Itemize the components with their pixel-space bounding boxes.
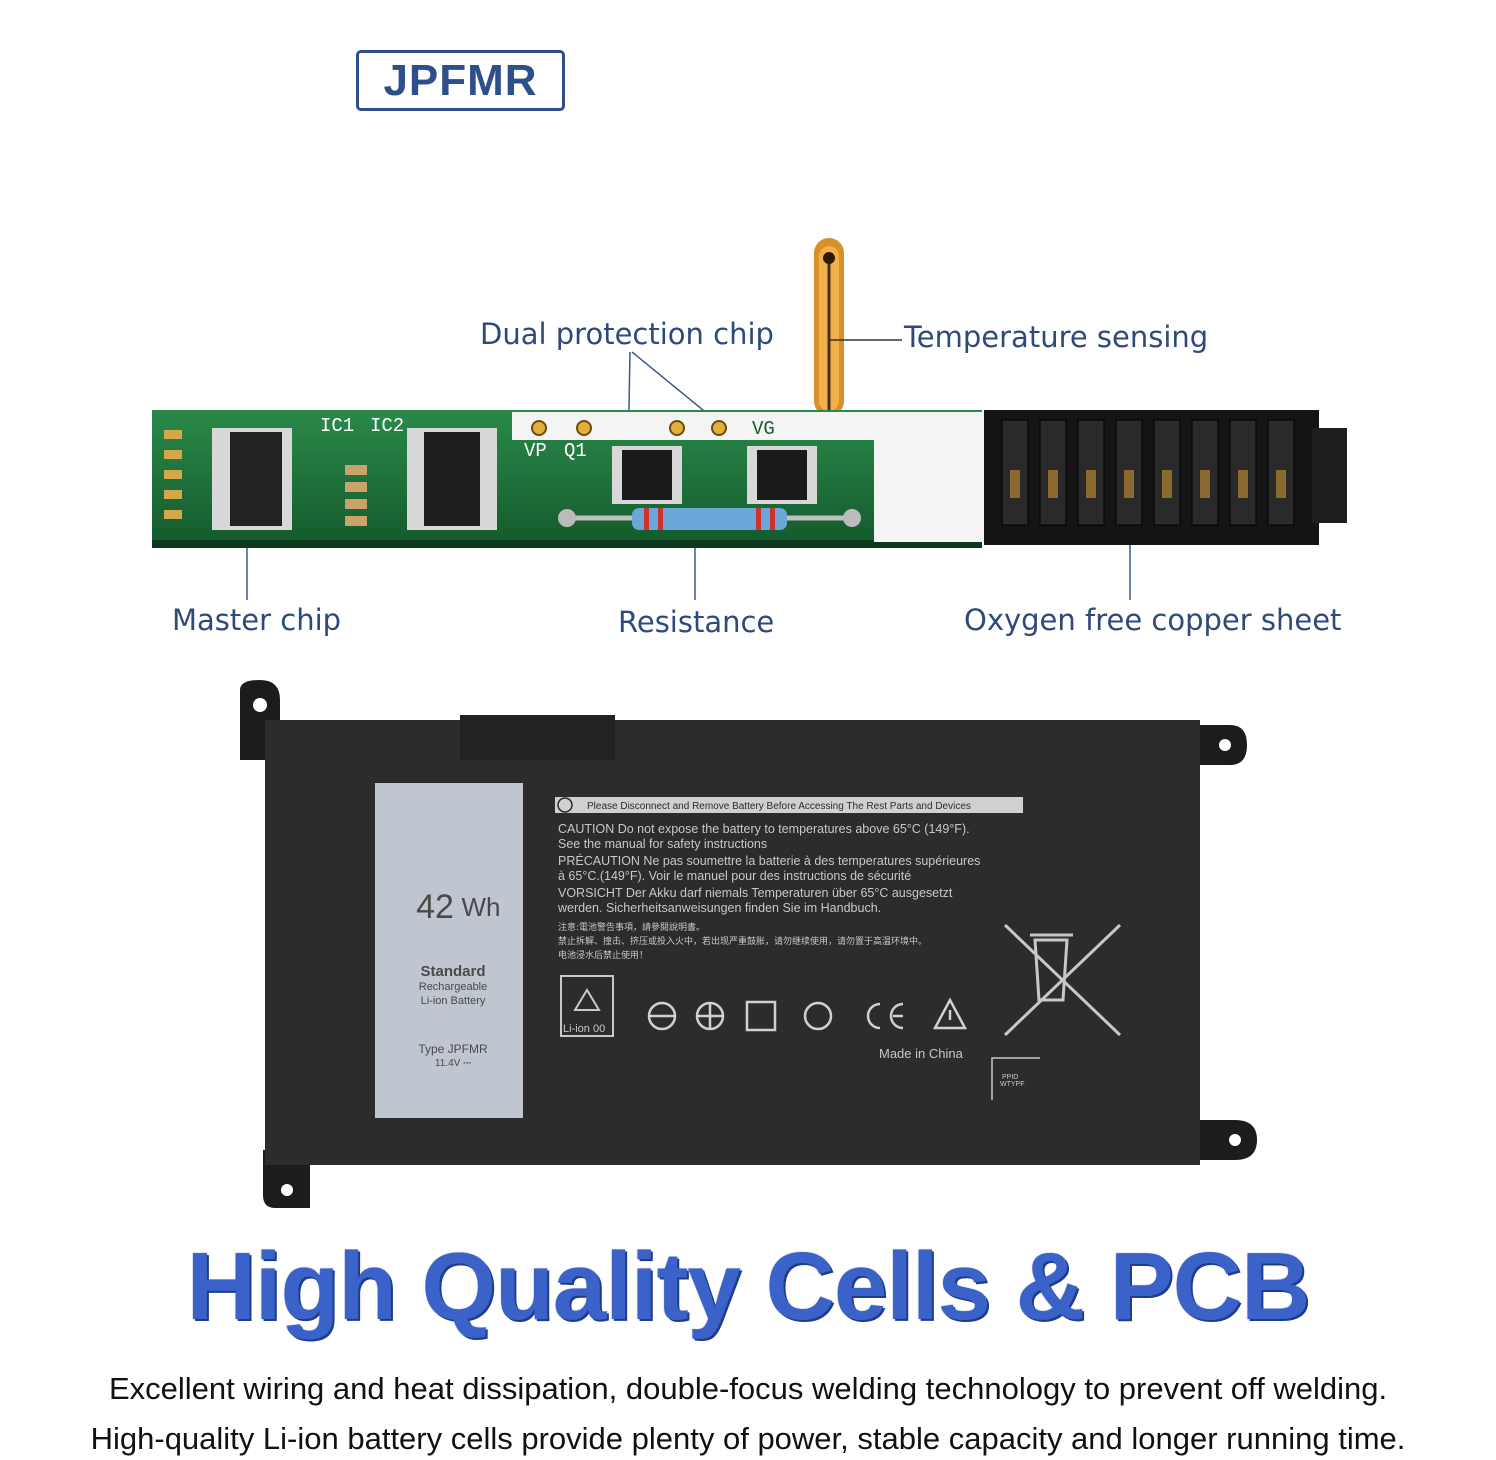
cert-icon-3	[745, 1000, 777, 1032]
silkscreen-vp: VP	[524, 440, 547, 462]
callout-master-chip: Master chip	[172, 603, 342, 637]
precaution-line-1: PRÉCAUTION Ne pas soumettre la batterie …	[558, 853, 980, 868]
label-rechargeable: Rechargeable	[419, 981, 488, 993]
battery-pack: 42 Wh Standard Rechargeable Li-ion Batte…	[240, 680, 1257, 1208]
silkscreen-ic2: IC2	[370, 415, 404, 437]
made-in-china: Made in China	[879, 1046, 964, 1061]
callout-leader-lines	[246, 238, 1131, 600]
protection-chip-2	[747, 446, 817, 504]
cert-icon-4	[803, 1001, 833, 1031]
recycle-text: Li-ion 00	[563, 1023, 605, 1035]
silkscreen-ic1: IC1	[320, 415, 354, 437]
recycle-icon: Li-ion 00	[560, 975, 614, 1037]
master-chip	[212, 428, 292, 530]
temperature-probe	[814, 238, 844, 416]
vorsicht-line-1: VORSICHT Der Akku darf niemals Temperatu…	[558, 886, 953, 900]
label-type: Type JPFMR	[418, 1042, 488, 1056]
precaution-line-2: à 65°C.(149°F). Voir le manuel pour des …	[558, 869, 911, 883]
label-voltage: 11.4V ⎓	[435, 1058, 471, 1069]
resistance-component	[558, 508, 861, 530]
ppid-label: PPID	[1002, 1074, 1018, 1081]
callout-resistance: Resistance	[618, 605, 775, 639]
capacity-number: 42	[416, 888, 454, 926]
warning-banner: Please Disconnect and Remove Battery Bef…	[587, 801, 971, 812]
label-standard: Standard	[420, 963, 485, 980]
caution-line-1: CAUTION Do not expose the battery to tem…	[558, 822, 970, 836]
warning-triangle-icon	[932, 997, 968, 1030]
headline: High Quality Cells & PCB	[186, 1233, 1311, 1340]
vorsicht-line-2: werden. Sicherheitsanweisungen finden Si…	[557, 901, 881, 915]
callout-oxygen-free-copper-sheet: Oxygen free copper sheet	[964, 603, 1342, 637]
brand-name: JPFMR	[383, 55, 538, 105]
callout-temperature-sensing: Temperature sensing	[904, 320, 1209, 354]
chinese-line-3: 电池浸水后禁止使用！	[558, 949, 648, 961]
label-li-ion: Li-ion Battery	[421, 995, 486, 1007]
description-line-1: Excellent wiring and heat dissipation, d…	[108, 1371, 1388, 1406]
capacity-unit: Wh	[462, 892, 501, 922]
cert-icon-1	[647, 1001, 677, 1031]
chinese-line-1: 注意:電池警告事項，請參閱說明書。	[558, 921, 705, 933]
cert-icon-2	[695, 1001, 725, 1031]
copper-sheet-connector	[984, 410, 1347, 545]
pcb-board: IC1 IC2 VP Q1 VG	[152, 410, 1347, 548]
description-line-2: High-quality Li-ion battery cells provid…	[90, 1421, 1406, 1456]
caution-line-2: See the manual for safety instructions	[558, 837, 767, 851]
callout-dual-protection-chip: Dual protection chip	[480, 317, 774, 351]
brand-logo-box: JPFMR	[356, 50, 565, 111]
ce-mark-icon	[866, 1002, 904, 1030]
crossed-bin-icon	[1003, 923, 1122, 1037]
chinese-line-2: 禁止拆解、撞击、挤压或投入火中，若出现严重鼓胀，请勿继续使用，请勿置于高温环境中…	[558, 935, 927, 947]
ppid-code: WTYPF	[1000, 1081, 1025, 1088]
silkscreen-vg: VG	[752, 418, 775, 440]
silkscreen-q1: Q1	[564, 440, 587, 462]
protection-chip-1	[612, 446, 682, 504]
